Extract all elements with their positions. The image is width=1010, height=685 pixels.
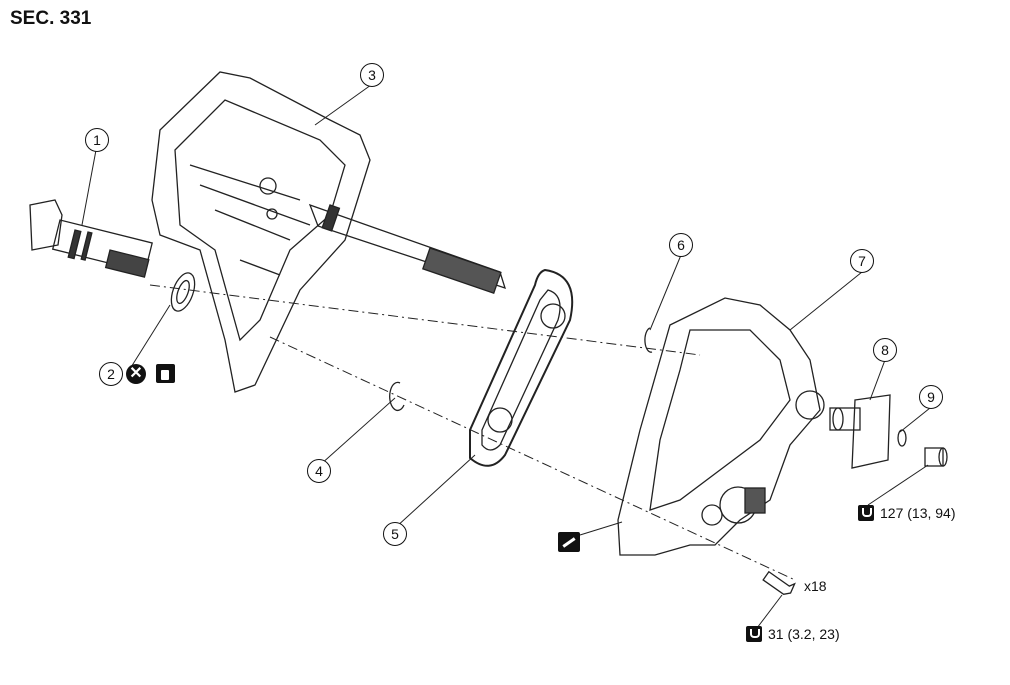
apply-fluid-icon: [156, 364, 175, 383]
torque-wrench-icon: [746, 626, 762, 642]
o-ring: [897, 429, 907, 447]
torque-wrench-icon: [858, 505, 874, 521]
torque-value-case-bolt: 31 (3.2, 23): [768, 626, 840, 642]
callout-7: 7: [850, 249, 874, 273]
callout-6: 6: [669, 233, 693, 257]
leader-lines: [81, 84, 931, 629]
bolt-quantity: x18: [804, 578, 827, 594]
callout-5: 5: [383, 522, 407, 546]
snap-ring-2: [644, 327, 653, 353]
torque-spec-lock-nut: 127 (13, 94): [858, 505, 956, 521]
callout-3: 3: [360, 63, 384, 87]
torque-spec-case-bolt: 31 (3.2, 23): [746, 626, 840, 642]
mainshaft: [308, 203, 506, 295]
center-line-upper: [149, 284, 796, 581]
section-number: SEC. 331: [10, 8, 92, 29]
snap-ring: [389, 381, 405, 412]
callout-4: 4: [307, 459, 331, 483]
companion-flange: [829, 394, 891, 469]
torque-value-lock-nut: 127 (13, 94): [880, 505, 956, 521]
oil-seal: [170, 272, 196, 312]
callout-2: 2: [99, 362, 123, 386]
case-bolt: [762, 570, 796, 595]
apply-sealant-icon: [558, 532, 580, 552]
callout-9: 9: [919, 385, 943, 409]
drive-chain: [469, 268, 574, 467]
lock-nut: [924, 447, 948, 467]
do-not-reuse-icon: ✕: [126, 364, 146, 384]
callout-8: 8: [873, 338, 897, 362]
callout-1: 1: [85, 128, 109, 152]
front-output-shaft: [29, 199, 153, 278]
front-case: [151, 71, 371, 393]
rear-case: [617, 297, 825, 556]
